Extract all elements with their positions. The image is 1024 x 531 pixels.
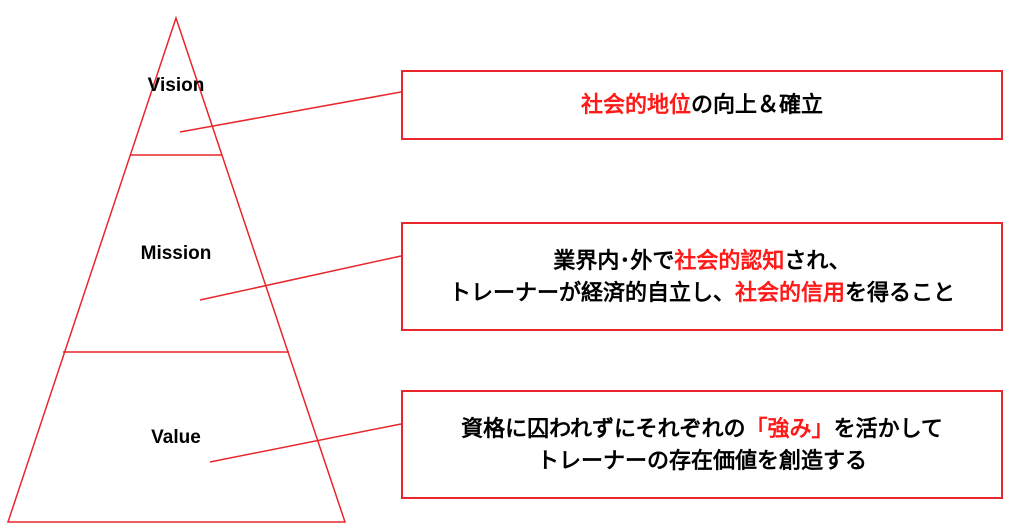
level-label-value: Value [151, 427, 201, 448]
connector-vision [179, 91, 402, 133]
mission-line2-a: トレーナーが経済的自立し、 [448, 279, 735, 305]
value-line1-highlight: 「強み」 [745, 415, 834, 441]
level-label-vision: Vision [147, 75, 205, 96]
connector-value [209, 423, 402, 463]
mission-line2-highlight: 社会的信用 [734, 279, 845, 305]
vision-box: 社会的地位の向上＆確立 [401, 70, 1003, 140]
level-label-mission: Mission [140, 243, 212, 264]
vision-highlight: 社会的地位 [580, 92, 691, 117]
mission-line2-b: を得ること [845, 279, 956, 305]
value-line1-a: 資格に囚われずにそれぞれの [461, 415, 746, 441]
connector-mission [199, 255, 402, 301]
mission-line1-b: され、 [784, 247, 851, 273]
value-text: 資格に囚われずにそれぞれの「強み」を活かして トレーナーの存在価値を創造する [461, 413, 943, 477]
pyramid-outline [6, 15, 347, 523]
value-box: 資格に囚われずにそれぞれの「強み」を活かして トレーナーの存在価値を創造する [401, 390, 1003, 499]
mission-line1-a: 業界内･外で [553, 247, 675, 273]
vision-text: 社会的地位の向上＆確立 [581, 89, 823, 121]
value-line2: トレーナーの存在価値を創造する [536, 447, 867, 473]
vision-text-rest: の向上＆確立 [691, 92, 824, 117]
value-line1-b: を活かして [833, 415, 943, 441]
mission-text: 業界内･外で社会的認知され、 トレーナーが経済的自立し、社会的信用を得ること [449, 245, 955, 309]
mission-box: 業界内･外で社会的認知され、 トレーナーが経済的自立し、社会的信用を得ること [401, 222, 1003, 331]
mission-line1-highlight: 社会的認知 [674, 247, 785, 273]
